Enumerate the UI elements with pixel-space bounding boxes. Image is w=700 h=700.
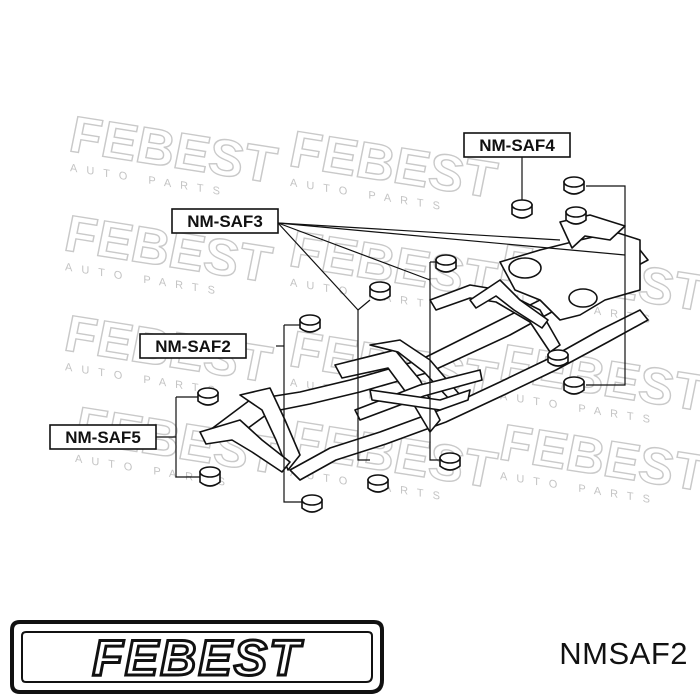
front-arm xyxy=(199,419,291,473)
bushing-saf3-upper xyxy=(435,254,457,273)
callout-saf2: NM-SAF2 xyxy=(139,333,247,359)
bushing-rear-top-2 xyxy=(565,206,587,225)
front-crossmember xyxy=(239,387,301,471)
leader-lines xyxy=(156,156,626,503)
bushing-rear-bottom xyxy=(563,376,585,395)
bushing-saf2-bottom xyxy=(301,494,323,513)
x-brace-2 xyxy=(369,389,471,411)
bushing-rear-top-1 xyxy=(563,176,585,195)
callout-saf4: NM-SAF4 xyxy=(463,132,571,158)
bushing-rear-mid xyxy=(547,349,569,367)
bushing-saf5-bottom xyxy=(199,466,221,487)
part-number: NMSAF2 xyxy=(559,636,688,671)
subframe-drawing xyxy=(199,214,649,481)
callout-saf5-label: NM-SAF5 xyxy=(65,428,141,447)
rear-boss-left xyxy=(508,257,542,279)
x-brace xyxy=(354,369,483,421)
rear-boss-right xyxy=(568,288,598,308)
callout-saf3-label: NM-SAF3 xyxy=(187,212,263,231)
bushing-saf5-top xyxy=(197,387,219,406)
bushing-saf3-bottom xyxy=(367,474,389,493)
bushing-saf4 xyxy=(511,199,533,219)
left-rail xyxy=(209,249,649,441)
bushing-saf2-top xyxy=(299,314,321,333)
febest-logo-text: FEBEST xyxy=(92,630,304,686)
bushing-saf3-mid xyxy=(439,452,461,471)
callout-saf3: NM-SAF3 xyxy=(171,208,279,234)
febest-logo: FEBEST xyxy=(10,620,384,694)
callout-saf2-label: NM-SAF2 xyxy=(155,337,231,356)
bushings xyxy=(197,176,587,513)
rear-link xyxy=(469,279,549,329)
bushing-saf3-top xyxy=(369,281,391,301)
watermark-layer: FEBEST AUTO PARTS FEBEST AUTO PARTS FEBE… xyxy=(64,105,700,508)
right-rail xyxy=(289,309,649,481)
callout-saf4-label: NM-SAF4 xyxy=(479,136,555,155)
callout-saf5: NM-SAF5 xyxy=(49,424,157,450)
